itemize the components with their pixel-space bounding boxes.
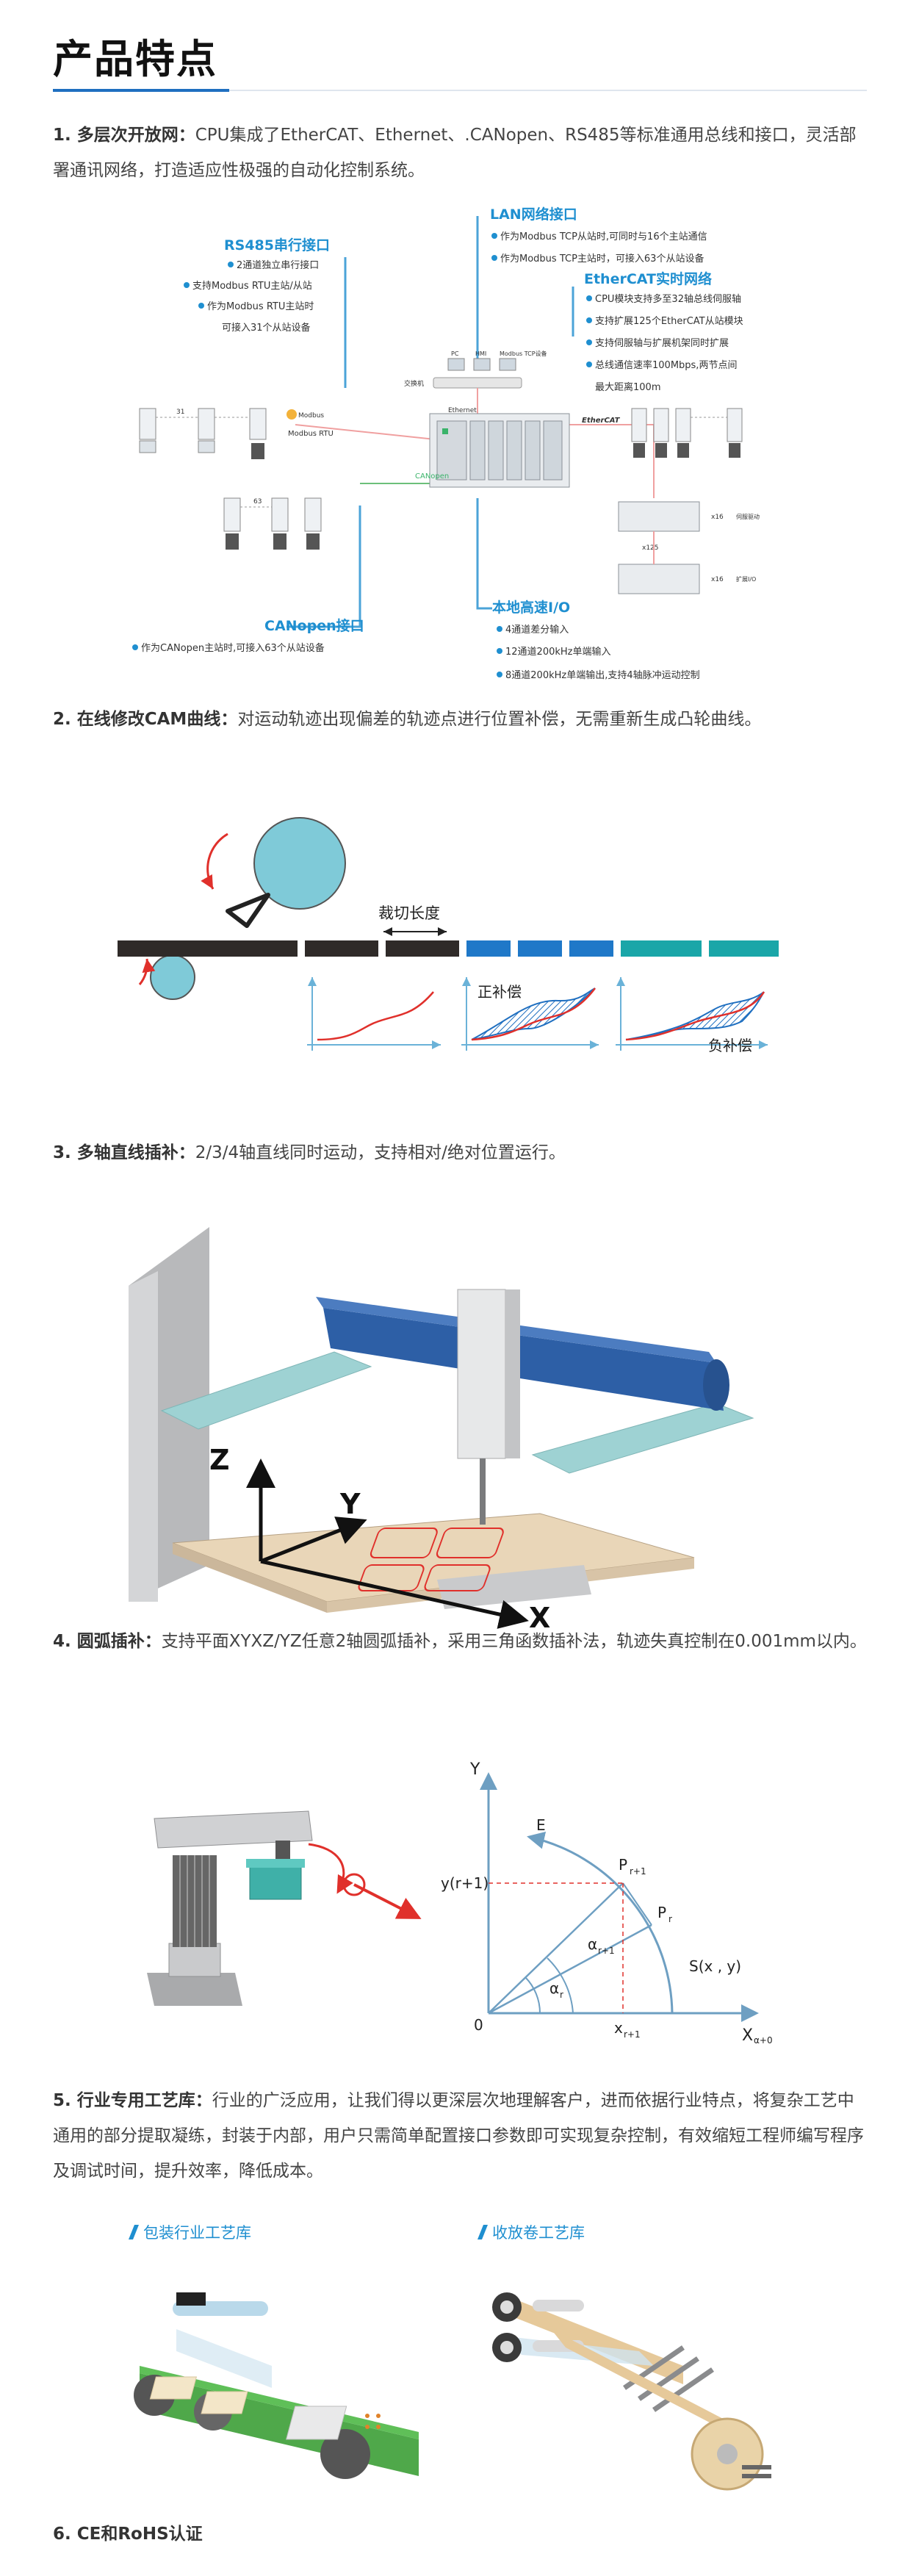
rs485-devices: 31 Modbus Modbus RTU [139, 408, 334, 459]
arc-alpha-r-sub: r [560, 1990, 563, 2000]
feature-2-heading: 2. 在线修改CAM曲线： [53, 710, 238, 729]
page-title: 产品特点 [53, 36, 217, 82]
feature-4-heading: 4. 圆弧插补： [53, 1632, 162, 1651]
arc-alpha-r-label: α [549, 1979, 559, 1997]
feature-5-text: 行业的广泛应用，让我们得以更深层次地理解客户，进而依据行业特点，将复杂工艺中通用… [53, 2091, 864, 2181]
feature-1-heading: 1. 多层次开放网： [53, 126, 195, 145]
canopen-link-label: CANopen [415, 472, 449, 481]
arc-x-r1-sub: r+1 [624, 2029, 641, 2040]
ethercat-io-label: 扩展I/O [736, 575, 756, 583]
arc-s-label: S(x , y) [689, 1957, 741, 1975]
z-axis-label: Z [209, 1444, 230, 1476]
feature-4-text: 支持平面XYXZ/YZ任意2轴圆弧插补，采用三角函数插补法，轨迹失真控制在0.0… [161, 1632, 867, 1651]
local-io-item-2: 12通道200kHz单端输入 [505, 646, 610, 658]
modbus-tcp-label: Modbus TCP设备 [500, 350, 547, 357]
rs485-title: RS485串行接口 [224, 237, 330, 253]
feature-6: 6. CE和RoHS认证 [53, 2516, 867, 2552]
arc-y-r1-label: y(r+1) [441, 1874, 489, 1892]
ethercat-x16-a: x16 [711, 514, 724, 521]
cam-diagram: 裁切长度 正补偿 负补偿 [118, 817, 779, 1054]
packaging-library-title: 包装行业工艺库 [143, 2224, 251, 2242]
rs485-item-2: 支持Modbus RTU主站/从站 [192, 281, 312, 292]
lan-title: LAN网络接口 [490, 206, 577, 223]
local-io-title: 本地高速I/O [492, 599, 570, 616]
feature-3: 3. 多轴直线插补：2/3/4轴直线同时运动，支持相对/绝对位置运行。 [53, 1135, 867, 1170]
arc-alpha-r1-label: α [588, 1935, 597, 1953]
ethercat-item-2: 支持扩展125个EtherCAT从站模块 [595, 316, 743, 327]
arc-alpha-r1-sub: r+1 [598, 1946, 615, 1956]
title-divider [53, 90, 867, 91]
work-paths [358, 1528, 504, 1591]
arc-e-label: E [536, 1816, 546, 1834]
canopen-count: 63 [253, 498, 262, 506]
ethercat-item-4: 总线通信速率100Mbps,两节点间 [595, 359, 737, 371]
lan-devices: 交换机 PC HMI Modbus TCP设备 [404, 350, 547, 417]
negative-comp-label: 负补偿 [708, 1037, 752, 1054]
title-accent-bar [53, 89, 229, 92]
cut-length-label: 裁切长度 [378, 904, 440, 922]
ethercat-item-3: 支持伺服轴与扩展机架同时扩展 [595, 338, 729, 349]
feature-1-text: CPU集成了EtherCAT、Ethernet、.CANopen、RS485等标… [53, 126, 857, 180]
y-axis-label: Y [339, 1488, 361, 1520]
feature-5-heading: 5. 行业专用工艺库： [53, 2091, 212, 2110]
positive-comp-label: 正补偿 [477, 983, 522, 1001]
packaging-illustration [134, 2292, 419, 2479]
rs485-item-3: 作为Modbus RTU主站时 [207, 301, 314, 312]
callout-lines [286, 216, 574, 628]
arc-interpolation-diagram: Y X α+0 E P r+1 P r y(r+1) α r+1 α r x r… [147, 1760, 773, 2046]
process-library: 包装行业工艺库 收放卷工艺库 [129, 2224, 771, 2491]
lan-item-1: 作为Modbus TCP从站时,可同时与16个主站通信 [500, 231, 707, 242]
ethercat-devices: EtherCAT x16 伺服驱动 x125 x16 扩展I/O [582, 408, 760, 594]
feature-2-text: 对运动轨迹出现偏差的轨迹点进行位置补偿，无需重新生成凸轮曲线。 [237, 710, 762, 729]
arc-p-r1-label: P [619, 1856, 627, 1874]
local-io-item-1: 4通道差分输入 [505, 624, 569, 636]
ethercat-item-5: 最大距离100m [595, 381, 660, 393]
ethercat-x125: x125 [642, 544, 659, 552]
rs485-item-4: 可接入31个从站设备 [222, 322, 311, 334]
feature-3-heading: 3. 多轴直线插补： [53, 1143, 195, 1162]
arc-p-r1-sub: r+1 [630, 1866, 646, 1877]
arc-y-axis: Y [469, 1760, 480, 1779]
feature-5: 5. 行业专用工艺库：行业的广泛应用，让我们得以更深层次地理解客户，进而依据行业… [53, 2083, 867, 2189]
canopen-devices: 63 CANopen [223, 472, 449, 550]
winding-library-title: 收放卷工艺库 [492, 2224, 585, 2242]
arc-x-axis-sub: α+0 [754, 2035, 773, 2046]
local-io-item-3: 8通道200kHz单端输出,支持4轴脉冲运动控制 [505, 669, 700, 681]
network-diagram: RS485串行接口 2通道独立串行接口 支持Modbus RTU主站/从站 作为… [132, 206, 760, 681]
canopen-title: CANopen接口 [264, 618, 364, 634]
switch-label: 交换机 [404, 379, 424, 388]
modbus-logo: Modbus [298, 412, 324, 420]
rs485-count: 31 [176, 409, 184, 416]
hmi-label: HMI [475, 350, 486, 357]
ethercat-logo: EtherCAT [582, 417, 621, 425]
lan-item-2: 作为Modbus TCP主站时，可接入63个从站设备 [500, 253, 704, 265]
arc-x-axis: X [742, 2026, 753, 2045]
arc-p-r-sub: r [668, 1914, 672, 1924]
feature-4: 4. 圆弧插补：支持平面XYXZ/YZ任意2轴圆弧插补，采用三角函数插补法，轨迹… [53, 1624, 867, 1659]
canopen-item-1: 作为CANopen主站时,可接入63个从站设备 [141, 642, 325, 654]
xyz-gantry-diagram: Z Y X [129, 1227, 754, 1631]
arc-p-r-label: P [657, 1904, 666, 1921]
feature-2: 2. 在线修改CAM曲线：对运动轨迹出现偏差的轨迹点进行位置补偿，无需重新生成凸… [53, 702, 867, 737]
ethercat-x16-b: x16 [711, 576, 724, 583]
ethernet-label: Ethernet [448, 407, 477, 414]
ethercat-title: EtherCAT实时网络 [584, 270, 712, 287]
arc-x-r1-label: x [614, 2019, 623, 2037]
winding-illustration [492, 2292, 771, 2491]
feature-6-heading: 6. CE和RoHS认证 [53, 2525, 203, 2544]
plc-rack: Ethernet [429, 407, 570, 488]
modbus-rtu-label: Modbus RTU [288, 430, 334, 438]
ethercat-item-1: CPU模块支持多至32轴总线伺服轴 [595, 293, 741, 305]
feature-1: 1. 多层次开放网：CPU集成了EtherCAT、Ethernet、.CANop… [53, 118, 867, 188]
feature-3-text: 2/3/4轴直线同时运动，支持相对/绝对位置运行。 [195, 1143, 566, 1162]
ethercat-sv-label: 伺服驱动 [736, 513, 760, 520]
arc-origin-label: 0 [474, 2016, 483, 2034]
pc-label: PC [451, 350, 459, 357]
x-axis-label: X [529, 1602, 550, 1631]
rs485-item-1: 2通道独立串行接口 [237, 259, 319, 271]
